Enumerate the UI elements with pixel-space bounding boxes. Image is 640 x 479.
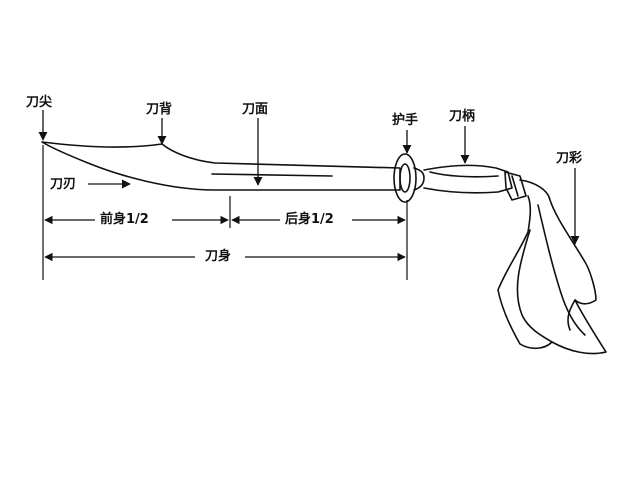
pommel-knot xyxy=(504,171,527,201)
handle-wrap xyxy=(429,171,499,178)
handle-shape xyxy=(423,164,513,194)
label-edge: 刀刃 xyxy=(50,177,77,192)
guard-inner xyxy=(399,163,411,193)
tassel-fold-3 xyxy=(567,299,576,331)
guard-shape xyxy=(393,153,417,203)
label-guard: 护手 xyxy=(392,113,419,128)
label-face: 刀面 xyxy=(242,102,269,117)
label-front-half: 前身1/2 xyxy=(100,212,149,227)
tassel-cloth xyxy=(497,179,607,355)
tassel-fold-2 xyxy=(516,229,553,343)
label-body: 刀身 xyxy=(205,249,232,264)
guard-collar xyxy=(413,167,425,191)
label-spine: 刀背 xyxy=(146,102,173,117)
label-tip: 刀尖 xyxy=(26,95,53,110)
label-back-half: 后身1/2 xyxy=(285,212,334,227)
label-tassel: 刀彩 xyxy=(556,151,583,166)
blade-ridge xyxy=(211,173,333,177)
blade-outline xyxy=(41,141,401,191)
tassel-fold-1 xyxy=(537,204,586,336)
label-handle: 刀柄 xyxy=(449,109,476,124)
